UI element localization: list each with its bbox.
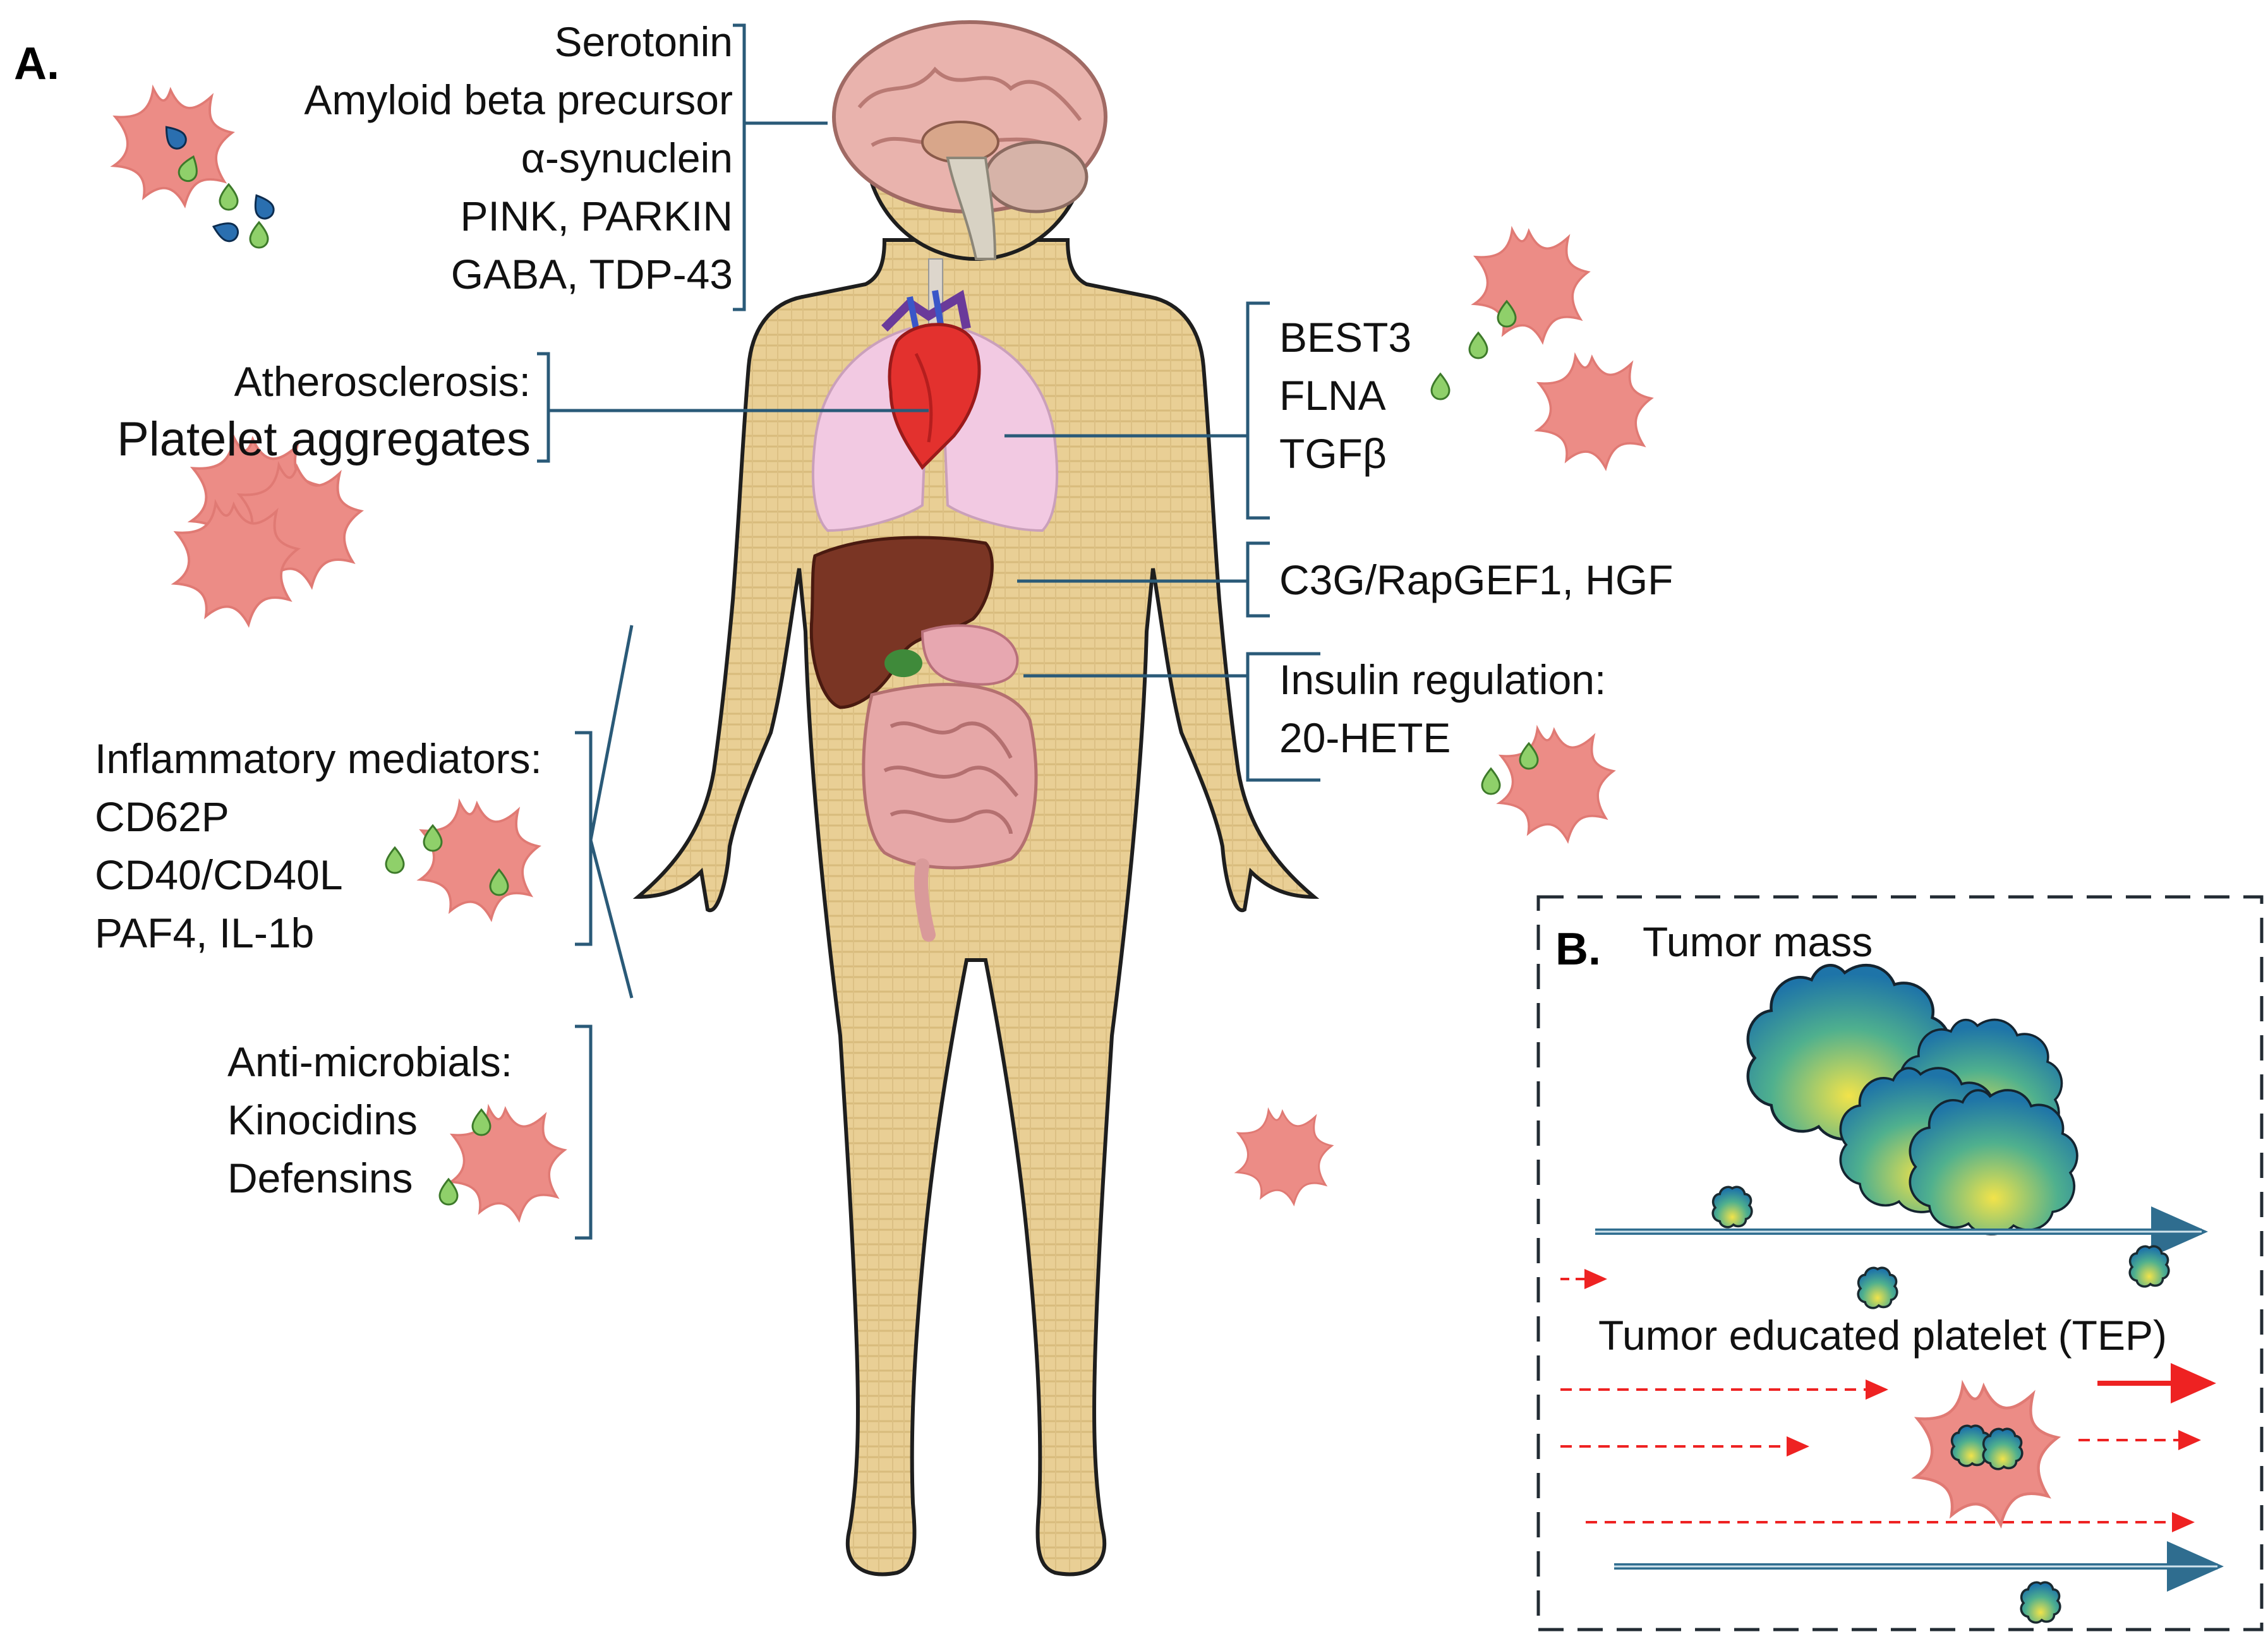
pancreas-label: Insulin regulation: — [1279, 656, 1607, 703]
panel-b-box — [1536, 895, 2264, 1631]
heart-organ — [881, 289, 981, 470]
tumor-mass-label: Tumor mass — [1643, 918, 1873, 965]
tep-label: Tumor educated platelet (TEP) — [1598, 1312, 2167, 1359]
tumor-educated-platelet — [1915, 1385, 2058, 1525]
antimicrobial-bracket — [575, 1024, 593, 1240]
antimicrobial-label-list: Anti-microbials: Kinocidins Defensins — [227, 1033, 512, 1207]
platelet-brain — [112, 87, 278, 249]
pancreas-label: 20-HETE — [1279, 714, 1451, 761]
inflammatory-label: CD40/CD40L — [95, 851, 343, 898]
brain-label-list: Serotonin Amyloid beta precursor α-synuc… — [304, 13, 733, 303]
inflammatory-label-list: Inflammatory mediators: CD62P CD40/CD40L… — [95, 730, 542, 962]
liver-label-list: C3G/RapGEF1, HGF — [1279, 551, 1674, 609]
antimicrobial-label: Anti-microbials: — [227, 1038, 513, 1085]
lung-label-list: BEST3 FLNA TGFβ — [1279, 308, 1411, 483]
red-flow-arrows — [1560, 1269, 2216, 1532]
pancreas-bracket — [1023, 652, 1320, 782]
platelet-free — [1236, 1109, 1333, 1205]
panel-a-tag: A. — [14, 39, 59, 89]
human-body-silhouette — [632, 238, 1320, 1577]
blood-flow-arrows — [1595, 1206, 2224, 1592]
lung-bracket — [1004, 301, 1270, 520]
heart-label: Atherosclerosis: — [234, 358, 531, 405]
liver-organ — [809, 536, 994, 709]
heart-label-list: Atherosclerosis: Platelet aggregates — [117, 352, 531, 469]
brain-label: α-synuclein — [521, 135, 733, 181]
tumor-mass — [1748, 965, 2078, 1235]
inflammatory-label: CD62P — [95, 793, 229, 840]
brain-label: PINK, PARKIN — [460, 193, 733, 239]
brain-label: Amyloid beta precursor — [304, 76, 733, 123]
lung-label: FLNA — [1279, 372, 1386, 419]
stomach-organ — [920, 624, 1019, 686]
brain-bracket — [733, 23, 828, 311]
inflammatory-bracket — [575, 625, 634, 999]
liver-label: C3G/RapGEF1, HGF — [1279, 556, 1674, 603]
antimicrobial-label: Defensins — [227, 1155, 413, 1201]
brain-label: GABA, TDP-43 — [450, 251, 733, 297]
lung-label: TGFβ — [1279, 430, 1387, 477]
intestines-organ — [862, 683, 1038, 942]
heart-label: Platelet aggregates — [117, 412, 531, 466]
inflammatory-label: PAF4, IL-1b — [95, 910, 315, 956]
lung-label: BEST3 — [1279, 314, 1412, 361]
heart-bracket — [537, 352, 929, 463]
liver-bracket — [1017, 541, 1270, 618]
antimicrobial-label: Kinocidins — [227, 1096, 418, 1143]
pancreas-label-list: Insulin regulation: 20-HETE — [1279, 651, 1606, 767]
brain-organ — [832, 20, 1107, 260]
inflammatory-label: Inflammatory mediators: — [95, 735, 542, 782]
brain-label: Serotonin — [554, 18, 733, 65]
platelet-lung — [1430, 228, 1653, 470]
panel-b-tag: B. — [1555, 924, 1601, 975]
circulating-tumor-cells — [1711, 1186, 2170, 1624]
